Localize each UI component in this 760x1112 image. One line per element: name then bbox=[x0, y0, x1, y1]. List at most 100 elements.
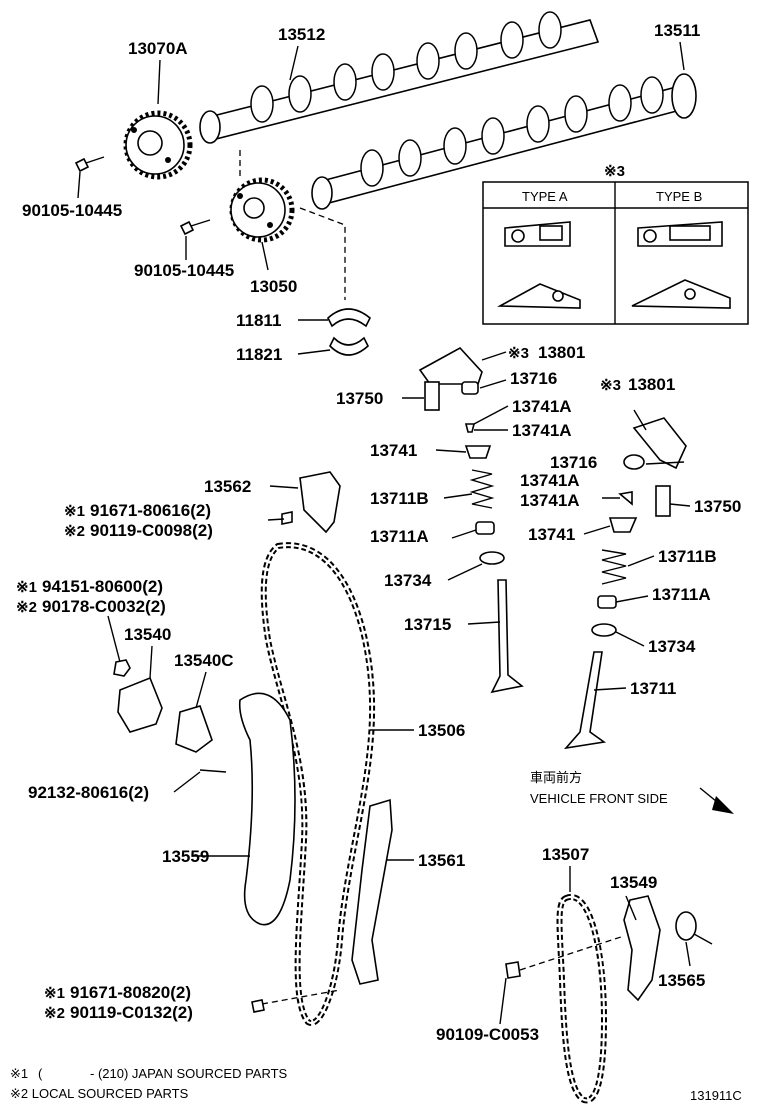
label-11821: 11821 bbox=[236, 345, 282, 364]
chain-slipper-13559-icon[interactable] bbox=[238, 692, 296, 926]
bolt-90105-10445-icon[interactable] bbox=[74, 156, 105, 173]
oil-pump-chain-13507[interactable] bbox=[556, 893, 608, 1104]
label-13801-b: 13801 bbox=[628, 375, 675, 394]
valve-seat-13711A-icon[interactable] bbox=[597, 595, 617, 609]
cam-timing-gear-13050[interactable] bbox=[229, 177, 295, 243]
label-13540C: 13540C bbox=[174, 651, 234, 670]
spring-retainer-13741-icon[interactable] bbox=[464, 445, 492, 459]
bolt-91671-80820-icon[interactable] bbox=[251, 989, 341, 1013]
label-13711A-b: 13711A bbox=[652, 585, 711, 604]
cam-timing-gear-13070A[interactable] bbox=[123, 110, 193, 180]
valve-stem-seal-13734-icon[interactable] bbox=[591, 623, 617, 637]
tensioner-spring-13565-icon[interactable] bbox=[675, 911, 713, 945]
illustration-code: 131911C bbox=[690, 1088, 742, 1103]
chain-tensioner-arm-13549-icon[interactable] bbox=[623, 895, 661, 1002]
label-13549: 13549 bbox=[610, 873, 657, 892]
bearing-11811-icon[interactable] bbox=[327, 308, 372, 328]
label-94151-80600: 94151-80600(2) bbox=[42, 577, 163, 596]
label-90119-C0132: 90119-C0132(2) bbox=[70, 1003, 193, 1022]
label-13715: 13715 bbox=[404, 615, 451, 634]
mark-1-a: ※1 bbox=[64, 503, 85, 520]
label-13741A-4: 13741A bbox=[520, 491, 580, 510]
label-13559: 13559 bbox=[162, 847, 209, 866]
label-13750-a: 13750 bbox=[336, 389, 383, 408]
label-90105-10445-b: 90105-10445 bbox=[134, 261, 234, 280]
footnote-1-open: ( bbox=[38, 1066, 43, 1081]
vehicle-front-en: VEHICLE FRONT SIDE bbox=[530, 791, 668, 806]
mark-1-b: ※1 bbox=[16, 579, 37, 596]
mark-2-b: ※2 bbox=[16, 599, 37, 616]
rocker-arm-13801-icon[interactable] bbox=[632, 417, 687, 470]
label-13750-b: 13750 bbox=[694, 497, 741, 516]
mark-2-a: ※2 bbox=[64, 523, 85, 540]
vehicle-front-jp: 車両前方 bbox=[530, 770, 582, 785]
label-13711: 13711 bbox=[630, 679, 676, 698]
lash-adjuster-13750-icon[interactable] bbox=[424, 381, 440, 411]
mark-2-c: ※2 bbox=[44, 1005, 65, 1022]
label-90105-10445-a: 90105-10445 bbox=[22, 201, 122, 220]
label-13540: 13540 bbox=[124, 625, 171, 644]
camshaft-exhaust-13511[interactable] bbox=[311, 73, 697, 210]
label-13050: 13050 bbox=[250, 277, 297, 296]
bolt-90109-C0053-icon[interactable] bbox=[505, 935, 625, 979]
lash-adjuster-13750-icon[interactable] bbox=[655, 485, 671, 517]
mark-1-c: ※1 bbox=[44, 985, 65, 1002]
valve-stem-seal-13734-icon[interactable] bbox=[479, 551, 505, 565]
label-90109-C0053: 90109-C0053 bbox=[436, 1025, 539, 1044]
alignment-line bbox=[299, 207, 346, 300]
stud-92132-80616-icon[interactable] bbox=[199, 769, 227, 773]
exhaust-valve-13711-icon[interactable] bbox=[563, 651, 607, 750]
valve-cap-13716-icon[interactable] bbox=[461, 381, 479, 395]
valve-keeper-13741A-icon[interactable] bbox=[464, 423, 476, 433]
label-13741-a: 13741 bbox=[370, 441, 417, 460]
label-13506: 13506 bbox=[418, 721, 465, 740]
type-a-label: TYPE A bbox=[522, 189, 568, 204]
label-13565: 13565 bbox=[658, 971, 705, 990]
type-comparison-box bbox=[482, 181, 749, 325]
chain-tensioner-cover-13562-icon[interactable] bbox=[299, 471, 341, 534]
valve-keeper-13741A-icon[interactable] bbox=[618, 491, 633, 506]
label-13561: 13561 bbox=[418, 851, 465, 870]
bolt-90105-10445-icon[interactable] bbox=[179, 219, 211, 236]
label-91671-80616: 91671-80616(2) bbox=[90, 501, 211, 520]
mark-3-type: ※3 bbox=[604, 163, 625, 180]
label-13741A-1: 13741A bbox=[512, 397, 572, 416]
valve-cap-13716-icon[interactable] bbox=[623, 454, 645, 470]
type-b-label: TYPE B bbox=[656, 189, 702, 204]
spring-retainer-13741-icon[interactable] bbox=[608, 517, 638, 533]
timing-chain-13506[interactable] bbox=[260, 542, 376, 1026]
label-13711B-a: 13711B bbox=[370, 489, 429, 508]
label-91671-80820: 91671-80820(2) bbox=[70, 983, 191, 1002]
rocker-arm-13801-icon[interactable] bbox=[418, 346, 483, 385]
nut-94151-80600-icon[interactable] bbox=[113, 659, 131, 677]
label-13741-b: 13741 bbox=[528, 525, 575, 544]
label-90119-C0098: 90119-C0098(2) bbox=[90, 521, 213, 540]
vehicle-front-arrow-icon bbox=[699, 787, 734, 814]
valve-seat-13711A-icon[interactable] bbox=[475, 521, 495, 535]
label-13716-b: 13716 bbox=[550, 453, 597, 472]
chain-tensioner-13540-icon[interactable] bbox=[117, 676, 163, 733]
label-13741A-2: 13741A bbox=[512, 421, 572, 440]
label-11811: 11811 bbox=[236, 311, 281, 330]
label-13512: 13512 bbox=[278, 25, 325, 44]
label-13734-a: 13734 bbox=[384, 571, 432, 590]
label-13511: 13511 bbox=[654, 21, 700, 40]
label-92132-80616: 92132-80616(2) bbox=[28, 783, 149, 802]
mark-3-13801-b: ※3 bbox=[600, 377, 621, 394]
label-13734-b: 13734 bbox=[648, 637, 696, 656]
gasket-13540C-icon[interactable] bbox=[175, 705, 213, 753]
label-13070A: 13070A bbox=[128, 39, 188, 58]
valve-spring-13711B-icon[interactable] bbox=[469, 469, 495, 509]
bolt-91671-80616-icon[interactable] bbox=[267, 511, 293, 525]
label-13562: 13562 bbox=[204, 477, 251, 496]
chain-damper-13561-icon[interactable] bbox=[351, 798, 393, 985]
camshaft-intake-13512[interactable] bbox=[199, 11, 600, 144]
intake-valve-13715-icon[interactable] bbox=[490, 579, 524, 694]
label-90178-C0032: 90178-C0032(2) bbox=[42, 597, 166, 616]
valve-spring-13711B-icon[interactable] bbox=[601, 549, 627, 585]
bearing-11821-icon[interactable] bbox=[329, 336, 369, 356]
label-13507: 13507 bbox=[542, 845, 589, 864]
label-13801-a: 13801 bbox=[538, 343, 585, 362]
label-13741A-3: 13741A bbox=[520, 471, 580, 490]
